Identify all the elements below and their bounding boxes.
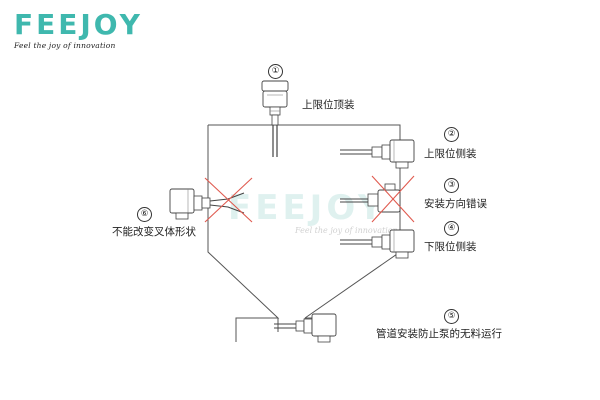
- position-number-4: ④: [444, 221, 459, 236]
- outlet-pipe: [235, 317, 315, 342]
- position-label-6: 不能改变叉体形状: [112, 226, 196, 238]
- sensor-top-mount: [261, 80, 289, 157]
- sensor-lower-side: [340, 229, 415, 259]
- position-label-2: 上限位侧装: [424, 148, 477, 160]
- position-label-5: 管道安装防止泵的无料运行: [376, 328, 502, 340]
- brand-logo: FEEJOY: [14, 8, 143, 41]
- position-label-4: 下限位侧装: [424, 241, 477, 253]
- position-number-2: ②: [444, 127, 459, 142]
- wrong-mark-position-3: [371, 175, 415, 223]
- brand-header: FEEJOY Feel the joy of innovation: [14, 8, 143, 51]
- tank-left-wall: [207, 125, 280, 340]
- position-number-6: ⑥: [137, 207, 152, 222]
- brand-tagline: Feel the joy of innovation: [14, 41, 116, 50]
- sensor-wrong-direction: [340, 183, 401, 213]
- sensor-pipe-mount: [274, 313, 337, 343]
- sensor-bent-fork: [169, 188, 245, 220]
- wrong-mark-position-6: [204, 177, 253, 223]
- watermark-tagline: Feel the joy of innovation: [295, 226, 398, 235]
- position-number-1: ①: [268, 64, 283, 79]
- sensor-upper-side: [340, 139, 415, 169]
- watermark-logo: FEEJOY: [228, 188, 387, 228]
- position-label-3: 安装方向错误: [424, 198, 487, 210]
- tank-outline: [208, 124, 401, 319]
- position-number-5: ⑤: [444, 309, 459, 324]
- position-number-3: ③: [444, 178, 459, 193]
- position-label-1: 上限位顶装: [302, 99, 355, 111]
